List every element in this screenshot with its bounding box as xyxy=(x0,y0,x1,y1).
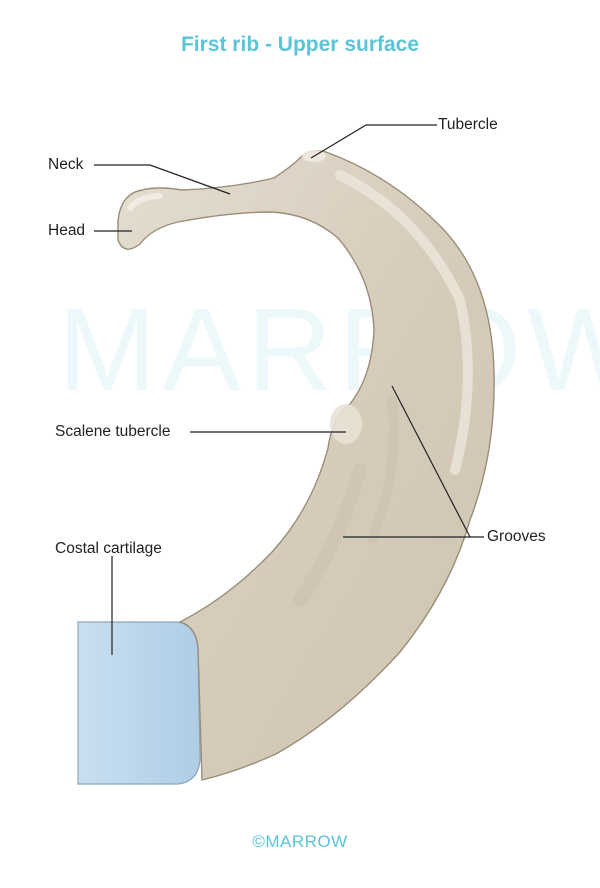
head-highlight xyxy=(127,193,163,211)
leader-lines xyxy=(94,124,484,655)
label-scalene-tubercle: Scalene tubercle xyxy=(55,423,171,440)
diagram-title: First rib - Upper surface xyxy=(180,33,420,56)
neck-leader xyxy=(94,164,231,195)
watermark-text: MARROW xyxy=(58,284,600,416)
label-neck: Neck xyxy=(48,156,84,173)
label-head: Head xyxy=(48,222,86,239)
footer-copyright: ©MARROW xyxy=(252,832,348,851)
groove-shading-2 xyxy=(367,395,399,545)
label-tubercle: Tubercle xyxy=(438,116,498,133)
label-costal-cartilage: Costal cartilage xyxy=(55,540,162,557)
costal-cartilage-shape xyxy=(77,621,201,785)
grooves-leader-upper xyxy=(391,385,471,538)
groove-shading xyxy=(293,463,367,607)
rib-shape xyxy=(117,150,495,781)
label-grooves: Grooves xyxy=(487,528,546,545)
rib-highlight xyxy=(335,170,473,475)
tubercle-leader xyxy=(310,124,437,159)
scalene-tubercle-bump xyxy=(330,404,362,444)
